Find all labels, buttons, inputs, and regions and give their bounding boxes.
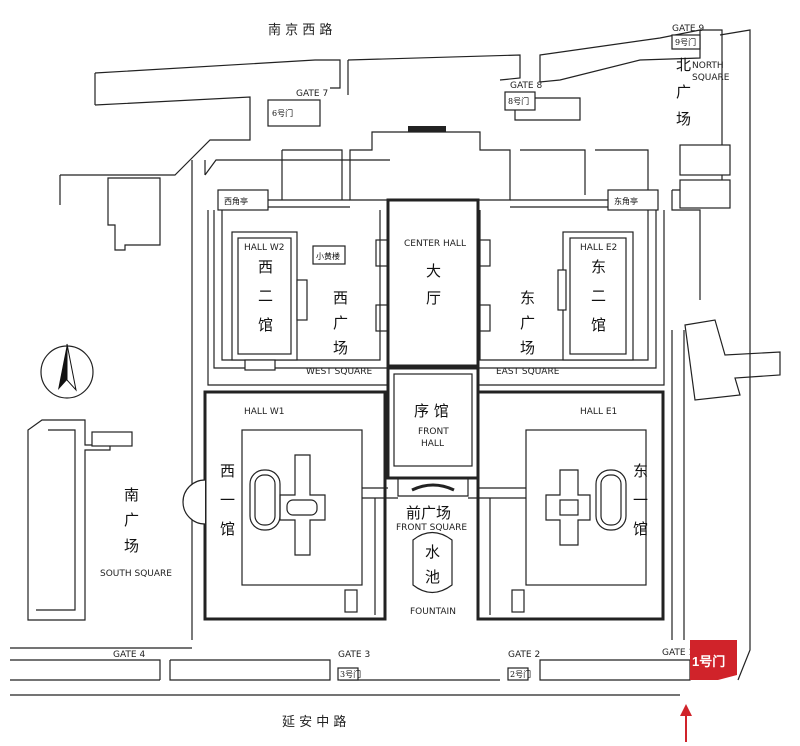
fountain-en: FOUNTAIN xyxy=(410,607,456,617)
hall-e1: HALL E1 东 一 馆 xyxy=(476,390,665,621)
center-hall-en: CENTER HALL xyxy=(404,239,466,249)
gate-4-label: GATE 4 xyxy=(113,650,145,660)
north-square-cn-1: 北 xyxy=(676,56,691,74)
north-square-en-2: SQUARE xyxy=(692,73,730,83)
central-north-complex xyxy=(281,126,649,201)
gate-3-label: GATE 3 xyxy=(338,650,370,660)
gate-1-highlight[interactable]: 1号门 xyxy=(690,640,737,680)
hall-w1-label: HALL W1 xyxy=(244,407,284,417)
northeast-buildings xyxy=(679,144,781,401)
arrow-up-icon xyxy=(680,704,692,742)
gate-9-cn-label: 9号门 xyxy=(675,37,696,47)
gate-1-cn-label: 1号门 xyxy=(692,654,725,669)
hall-e1-cn-2: 一 xyxy=(633,491,648,509)
hall-e1-label: HALL E1 xyxy=(580,407,617,417)
south-square-cn-1: 南 xyxy=(124,486,139,504)
hall-w1-cn-3: 馆 xyxy=(220,520,235,538)
south-square: 南 广 场 SOUTH SQUARE xyxy=(27,419,172,621)
west-square-cn-2: 广 xyxy=(333,314,348,332)
front-hall: 序 馆 FRONT HALL xyxy=(386,366,480,497)
gate-2-label: GATE 2 xyxy=(508,650,540,660)
south-square-cn-3: 场 xyxy=(124,537,139,555)
center-hall-cn-1: 大 xyxy=(426,262,441,280)
hall-e1-cn-3: 馆 xyxy=(633,520,648,538)
gate-9-label: GATE 9 xyxy=(672,24,704,34)
xiaohuanglou-label: 小黄楼 xyxy=(316,251,340,261)
hall-e1-cn-1: 东 xyxy=(633,462,648,480)
gate-1-label: GATE 1 xyxy=(662,648,694,658)
road-label-north: 南 京 西 路 xyxy=(268,22,332,38)
east-wall xyxy=(671,330,685,640)
north-square-cn-3: 场 xyxy=(676,110,691,128)
north-square-en-1: NORTH xyxy=(692,61,724,71)
gate-6-label: 6号门 xyxy=(272,108,293,118)
northwest-buildings xyxy=(107,177,161,251)
west-square: HALL W2 西 二 馆 小黄楼 西 广 场 WEST SQUARE xyxy=(207,210,388,386)
north-square-label: 北 广 场 NORTH SQUARE xyxy=(676,56,730,128)
east-square-cn-3: 场 xyxy=(520,339,535,357)
hall-w1-cn-2: 一 xyxy=(220,491,235,509)
hall-w2-cn-2: 二 xyxy=(258,287,273,305)
north-square-cn-2: 广 xyxy=(676,83,691,101)
fountain-cn-2: 池 xyxy=(425,568,440,586)
east-square-cn-2: 广 xyxy=(520,314,535,332)
front-hall-cn: 序 馆 xyxy=(414,402,449,420)
gate-8-building: 8号门 GATE 8 xyxy=(504,81,542,111)
west-pavilion: 西角亭 xyxy=(217,189,350,211)
south-boundary: 3号门 2号门 GATE 4 GATE 3 GATE 2 GATE 1 xyxy=(10,647,694,696)
center-hall: CENTER HALL 大 厅 xyxy=(375,198,491,368)
front-hall-en-2: HALL xyxy=(421,439,444,449)
gate-7-label: GATE 7 xyxy=(296,89,328,99)
fountain-cn-1: 水 xyxy=(425,543,440,561)
gate-2-cn-label: 2号门 xyxy=(510,669,531,679)
front-square: 前广场 FRONT SQUARE 水 池 FOUNTAIN xyxy=(362,487,526,617)
hall-w2-cn-1: 西 xyxy=(258,258,273,276)
hall-e2-cn-1: 东 xyxy=(591,258,606,276)
west-square-en: WEST SQUARE xyxy=(306,367,372,377)
road-label-south: 延 安 中 路 xyxy=(282,714,346,730)
front-hall-en-1: FRONT xyxy=(418,427,449,437)
front-square-en: FRONT SQUARE xyxy=(396,523,467,533)
gate-9-building: 9号门 GATE 9 xyxy=(671,24,704,50)
hall-e2-cn-2: 二 xyxy=(591,287,606,305)
east-pavilion: 东角亭 xyxy=(510,189,659,211)
west-square-cn-1: 西 xyxy=(333,289,348,307)
front-square-cn: 前广场 xyxy=(406,504,451,522)
south-square-cn-2: 广 xyxy=(124,511,139,529)
east-square-cn-1: 东 xyxy=(520,289,535,307)
south-square-en: SOUTH SQUARE xyxy=(100,569,172,579)
east-square: HALL E2 东 二 馆 东 广 场 EAST SQUARE xyxy=(478,210,665,386)
gate-3-cn-label: 3号门 xyxy=(340,669,361,679)
east-pavilion-label: 东角亭 xyxy=(614,196,638,206)
hall-e2-label: HALL E2 xyxy=(580,243,617,253)
gate-7-building: 6号门 GATE 7 xyxy=(267,89,328,127)
west-pavilion-label: 西角亭 xyxy=(224,196,248,206)
hall-w2-cn-3: 馆 xyxy=(258,316,273,334)
gate-8-label: GATE 8 xyxy=(510,81,542,91)
north-arrow-icon xyxy=(40,343,94,399)
outer-boundary xyxy=(59,29,751,681)
center-hall-cn-2: 厅 xyxy=(426,289,441,307)
hall-w1: HALL W1 西 一 馆 xyxy=(182,390,387,621)
gate-8-cn-label: 8号门 xyxy=(508,96,529,106)
hall-w1-cn-1: 西 xyxy=(220,462,235,480)
hall-w2-label: HALL W2 xyxy=(244,243,284,253)
east-square-en: EAST SQUARE xyxy=(496,367,560,377)
west-square-cn-3: 场 xyxy=(333,339,348,357)
hall-e2-cn-3: 馆 xyxy=(591,316,606,334)
